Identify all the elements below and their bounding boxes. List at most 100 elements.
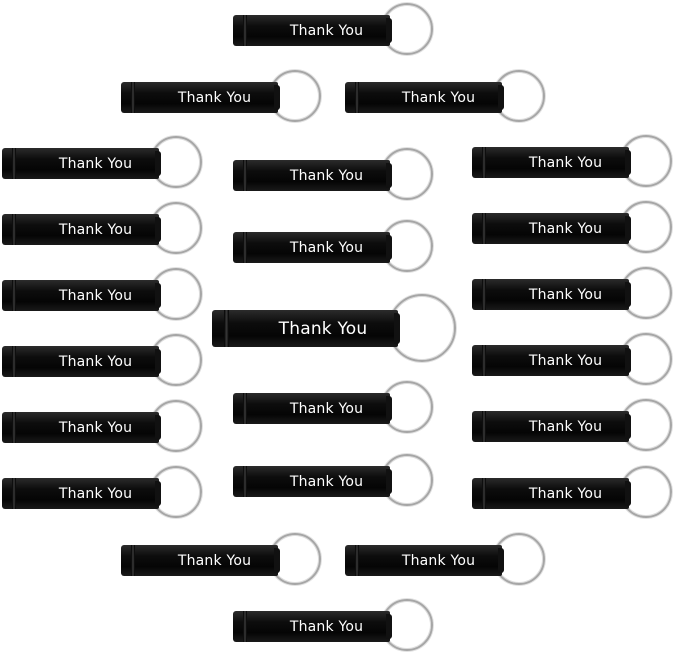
opener-notch <box>482 411 486 442</box>
opener-tip <box>625 150 631 175</box>
opener-body <box>472 478 629 509</box>
opener-tip <box>386 18 392 43</box>
opener-tip <box>386 235 392 260</box>
opener-notch <box>482 279 486 310</box>
opener-body <box>233 232 390 263</box>
keychain: Thank You <box>472 399 672 451</box>
engraved-text: Thank You <box>58 485 133 502</box>
engraved-text: Thank You <box>58 287 133 304</box>
opener-notch <box>482 213 486 244</box>
engraved-text: Thank You <box>278 318 368 339</box>
engraved-text: Thank You <box>289 22 364 39</box>
opener-body <box>233 393 390 424</box>
opener-tip <box>625 414 631 439</box>
keychain: Thank You <box>2 136 202 188</box>
opener-body <box>472 345 629 376</box>
opener-body <box>2 214 159 245</box>
engraved-text: Thank You <box>528 154 603 171</box>
opener-notch <box>243 393 247 424</box>
engraved-text: Thank You <box>289 167 364 184</box>
opener-tip <box>274 548 280 573</box>
opener-notch <box>131 82 135 113</box>
opener-tip <box>155 151 161 176</box>
opener-tip <box>625 348 631 373</box>
keychain: Thank You <box>233 148 433 200</box>
opener-body <box>2 346 159 377</box>
opener-body <box>2 412 159 443</box>
opener-notch <box>12 346 16 377</box>
opener-tip <box>155 481 161 506</box>
keychain: Thank You <box>345 533 545 585</box>
opener-body <box>472 213 629 244</box>
engraved-text: Thank You <box>528 286 603 303</box>
engraved-text: Thank You <box>58 221 133 238</box>
keychain: Thank You <box>233 454 433 506</box>
keychain: Thank You <box>233 599 433 651</box>
keychain: Thank You <box>2 466 202 518</box>
opener-notch <box>12 412 16 443</box>
opener-notch <box>243 160 247 191</box>
keychain: Thank You <box>472 466 672 518</box>
keychain: Thank You <box>472 333 672 385</box>
opener-notch <box>131 545 135 576</box>
opener-body <box>2 280 159 311</box>
keychain-large: Thank You <box>212 294 456 362</box>
opener-tip <box>625 481 631 506</box>
opener-body <box>2 478 159 509</box>
keychain: Thank You <box>345 70 545 122</box>
keychain: Thank You <box>2 334 202 386</box>
opener-body <box>121 545 278 576</box>
opener-tip <box>625 216 631 241</box>
engraved-text: Thank You <box>58 155 133 172</box>
opener-body <box>233 15 390 46</box>
opener-tip <box>155 217 161 242</box>
keychain: Thank You <box>233 3 433 55</box>
opener-tip <box>274 85 280 110</box>
opener-tip <box>386 396 392 421</box>
engraved-text: Thank You <box>289 239 364 256</box>
engraved-text: Thank You <box>401 89 476 106</box>
opener-notch <box>12 214 16 245</box>
opener-body <box>121 82 278 113</box>
opener-tip <box>155 349 161 374</box>
engraved-text: Thank You <box>528 485 603 502</box>
opener-notch <box>482 345 486 376</box>
opener-body <box>472 411 629 442</box>
opener-tip <box>155 283 161 308</box>
keychain: Thank You <box>233 220 433 272</box>
opener-notch <box>243 232 247 263</box>
opener-notch <box>224 310 229 347</box>
opener-notch <box>243 15 247 46</box>
keychain: Thank You <box>233 381 433 433</box>
opener-notch <box>243 611 247 642</box>
keychain: Thank You <box>2 202 202 254</box>
engraved-text: Thank You <box>289 618 364 635</box>
opener-tip <box>155 415 161 440</box>
opener-tip <box>386 469 392 494</box>
opener-body <box>472 279 629 310</box>
engraved-text: Thank You <box>177 552 252 569</box>
opener-notch <box>355 82 359 113</box>
opener-notch <box>243 466 247 497</box>
engraved-text: Thank You <box>528 418 603 435</box>
opener-body <box>345 82 502 113</box>
engraved-text: Thank You <box>401 552 476 569</box>
opener-tip <box>625 282 631 307</box>
keychain: Thank You <box>121 70 321 122</box>
opener-body <box>233 466 390 497</box>
opener-notch <box>12 280 16 311</box>
opener-notch <box>482 147 486 178</box>
engraved-text: Thank You <box>289 473 364 490</box>
keychain: Thank You <box>472 135 672 187</box>
opener-tip <box>394 313 400 344</box>
opener-tip <box>386 163 392 188</box>
engraved-text: Thank You <box>528 220 603 237</box>
opener-body <box>345 545 502 576</box>
keychain: Thank You <box>472 267 672 319</box>
opener-notch <box>12 478 16 509</box>
engraved-text: Thank You <box>58 419 133 436</box>
engraved-text: Thank You <box>528 352 603 369</box>
engraved-text: Thank You <box>177 89 252 106</box>
keychain: Thank You <box>472 201 672 253</box>
opener-tip <box>498 548 504 573</box>
